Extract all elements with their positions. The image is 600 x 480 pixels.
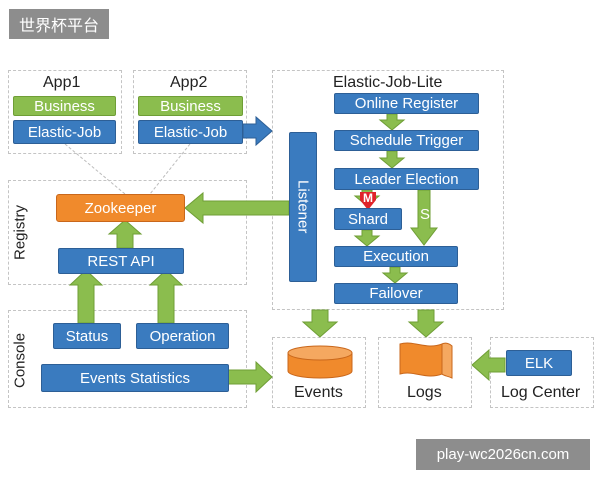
watermark-bottom: play-wc2026cn.com [416, 439, 590, 470]
execution-box: Execution [334, 246, 458, 267]
app1-zookeeper-connector [64, 143, 126, 195]
app2-business-box: Business [138, 96, 243, 116]
listener-to-zookeeper-arrow [184, 191, 290, 225]
app1-title: App1 [43, 74, 81, 91]
watermark-top: 世界杯平台 [9, 9, 109, 39]
rest-api-box: REST API [58, 248, 184, 274]
online-register-box: Online Register [334, 93, 479, 114]
statistics-to-events-arrow [227, 360, 273, 394]
elastic-job-lite-container [272, 70, 504, 310]
registry-container [8, 180, 247, 285]
schedule-trigger-box: Schedule Trigger [334, 130, 479, 151]
app2-zookeeper-connector [149, 143, 191, 195]
schedule-to-leader-arrow [378, 150, 406, 169]
app2-to-lite-arrow [242, 115, 273, 147]
lite-to-events-arrow [301, 309, 339, 338]
app2-elastic-job-box: Elastic-Job [138, 120, 243, 144]
shard-to-execution-arrow [353, 229, 381, 247]
events-statistics-box: Events Statistics [41, 364, 229, 392]
shard-box: Shard [334, 208, 402, 230]
registry-section-label: Registry [11, 205, 29, 261]
execution-to-failover-arrow [381, 266, 409, 284]
leader-election-box: Leader Election [334, 168, 479, 190]
database-icon [287, 345, 353, 379]
zookeeper-box: Zookeeper [56, 194, 185, 222]
register-to-schedule-arrow [378, 113, 406, 131]
lite-title: Elastic-Job-Lite [333, 74, 443, 91]
status-box: Status [53, 323, 121, 349]
logs-container [378, 337, 472, 408]
app2-container [133, 70, 247, 154]
app2-title: App2 [170, 74, 208, 91]
operation-box: Operation [136, 323, 229, 349]
logs-label: Logs [407, 384, 442, 401]
rest-to-zookeeper-arrow [107, 219, 143, 249]
status-to-rest-arrow [68, 269, 104, 324]
leader-to-execution-arrow [409, 189, 439, 246]
console-section-label: Console [11, 332, 29, 389]
document-icon [399, 342, 453, 379]
elk-to-logs-arrow [471, 348, 506, 382]
app1-elastic-job-box: Elastic-Job [13, 120, 116, 144]
slave-marker-label: S [420, 206, 431, 223]
master-marker-icon [360, 192, 376, 210]
failover-box: Failover [334, 283, 458, 304]
events-label: Events [294, 384, 343, 401]
operation-to-rest-arrow [148, 269, 184, 324]
elk-box: ELK [506, 350, 572, 376]
lite-to-logs-arrow [407, 309, 445, 338]
master-marker-label: M [363, 191, 373, 205]
console-container [8, 310, 247, 408]
app1-business-box: Business [13, 96, 116, 116]
listener-box: Listener [289, 132, 317, 282]
app1-container [8, 70, 122, 154]
log-center-label: Log Center [501, 384, 581, 401]
events-container [272, 337, 366, 408]
